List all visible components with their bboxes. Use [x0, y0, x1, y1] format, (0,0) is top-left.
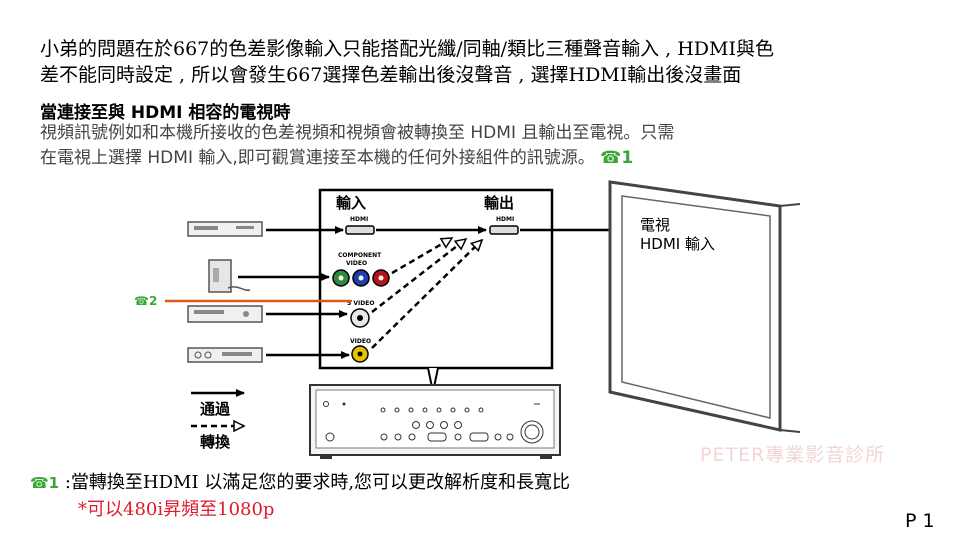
legend-pass-label: 通過	[200, 400, 231, 418]
io-panel	[318, 188, 554, 370]
svideo-label: S VIDEO	[347, 300, 374, 307]
description-line-2-wrap: 在電視上選擇 HDMI 輸入,即可觀賞連接至本機的任何外接組件的訊號源。 ☎1	[40, 146, 910, 171]
tv-label: 電視	[640, 216, 670, 234]
section-heading: 當連接至與 HDMI 相容的電視時	[40, 103, 291, 123]
flag-2-marker: ☎2	[134, 294, 157, 308]
source-device-4-vcr	[187, 347, 263, 363]
source-device-1	[187, 221, 263, 237]
output-label: 輸出	[484, 194, 514, 212]
input-label: 輸入	[336, 194, 366, 212]
watermark: PETER專業影音診所	[700, 444, 886, 466]
note-2: *可以480i昇頻至1080p	[78, 499, 275, 520]
hdmi-out-port	[489, 225, 519, 235]
component-video-label: VIDEO	[346, 260, 367, 267]
description-line-1: 視頻訊號例如和本機所接收的色差視頻和視頻會被轉換至 HDMI 且輸出至電視。只需	[40, 123, 675, 143]
intro-line-2: 差不能同時設定 , 所以會發生667選擇色差輸出後沒聲音 , 選擇HDMI輸出後…	[40, 64, 742, 86]
convert-arrow-video	[371, 240, 482, 349]
hdmi-out-label: HDMI	[496, 216, 514, 223]
component-red-pin	[378, 275, 384, 281]
svideo-pin	[357, 315, 363, 321]
flag-1-marker: ☎1	[600, 148, 634, 168]
legend-convert-label: 轉換	[200, 433, 231, 451]
av-receiver	[309, 384, 561, 459]
note-flag-marker: ☎1	[30, 474, 60, 492]
note-1-text: :當轉換至HDMI 以滿足您的要求時,您可以更改解析度和長寬比	[64, 472, 571, 493]
component-blue-pin	[358, 275, 364, 281]
section-description: 視頻訊號例如和本機所接收的色差視頻和視頻會被轉換至 HDMI 且輸出至電視。只需…	[40, 121, 910, 171]
description-line-2: 在電視上選擇 HDMI 輸入,即可觀賞連接至本機的任何外接組件的訊號源。	[40, 148, 595, 168]
component-label: COMPONENT	[338, 252, 382, 259]
note-1: ☎1 :當轉換至HDMI 以滿足您的要求時,您可以更改解析度和長寬比	[30, 468, 570, 494]
video-pin	[357, 351, 363, 357]
tv-hdmi-input-label: HDMI 輸入	[640, 235, 715, 253]
tv-set	[608, 180, 801, 433]
intro-text: 小弟的問題在於667的色差影像輸入只能搭配光纖/同軸/類比三種聲音輸入 , HD…	[40, 36, 930, 88]
video-label: VIDEO	[350, 338, 371, 345]
source-device-2-game-console	[208, 259, 251, 293]
source-device-3	[187, 305, 263, 323]
hdmi-in-port	[345, 225, 375, 235]
intro-line-1: 小弟的問題在於667的色差影像輸入只能搭配光纖/同軸/類比三種聲音輸入 , HD…	[40, 38, 774, 60]
convert-arrow-component	[391, 236, 452, 275]
page-number: P 1	[905, 510, 935, 532]
component-green-pin	[338, 275, 344, 281]
hdmi-in-label: HDMI	[350, 216, 368, 223]
